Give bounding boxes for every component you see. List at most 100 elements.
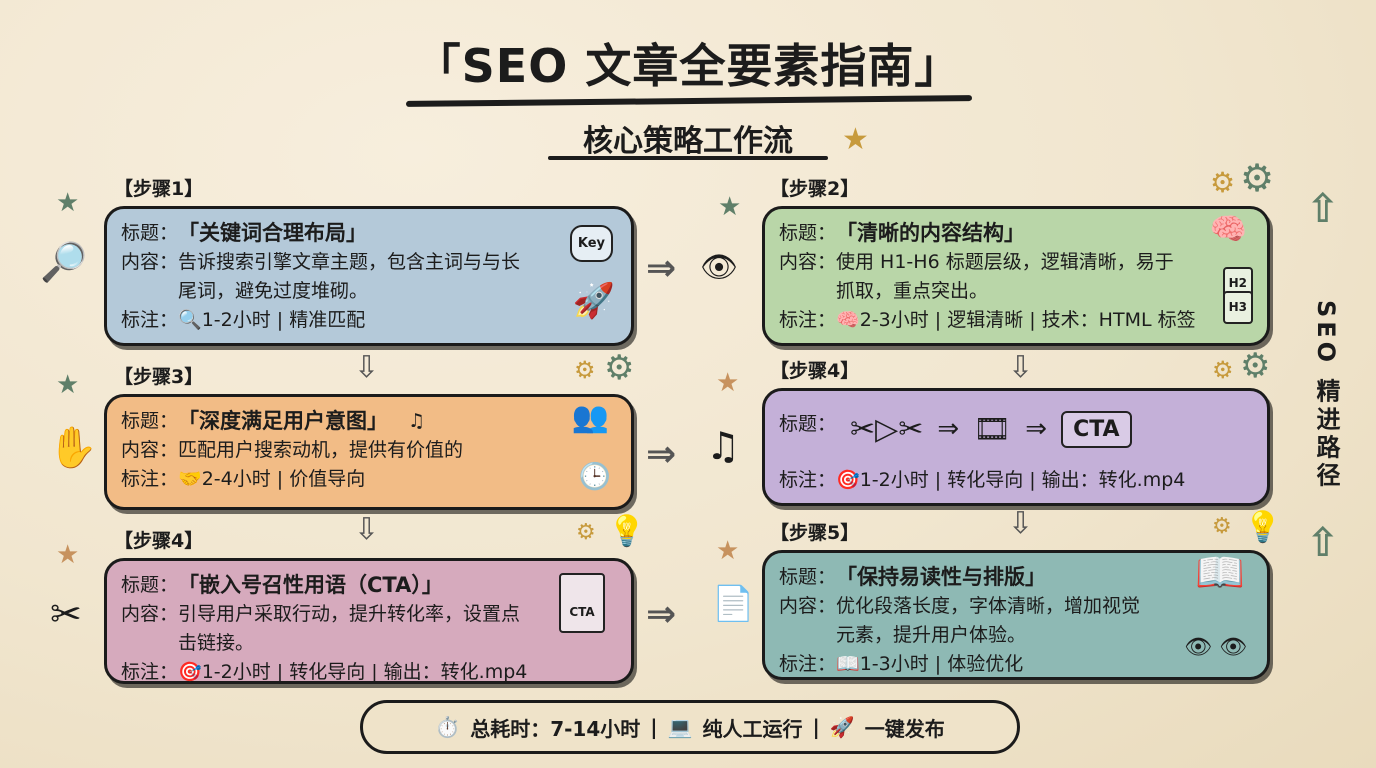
title-underline [405, 95, 973, 107]
step-4-label: 【步骤4】 [114, 530, 204, 552]
page-subtitle: 核心策略工作流 [583, 124, 793, 159]
note-key: 标注： [121, 468, 179, 490]
footer-banner: ⏱️ 总耗时：7-14小时 | 💻 纯人工运行 | 🚀 一键发布 [360, 700, 1020, 754]
arrow-down-icon: ⇩ [1008, 350, 1034, 385]
music-note-icon: ♫ [706, 424, 741, 468]
video-flow: ✂▷✂ ⇒ 🎞 ⇒ CTA [850, 411, 1132, 448]
star-icon: ★ [718, 192, 742, 222]
up-arrow-icon: ⇧ [1306, 186, 1340, 232]
up-arrow-icon: ⇧ [1306, 520, 1340, 566]
step-4-video-note: 1-2小时 | 转化导向 | 输出：转化.mp4 [859, 469, 1186, 491]
title-key: 标题： [779, 566, 837, 588]
step-2-card: 标题：「清晰的内容结构」 内容：使用 H1-H6 标题层级，逻辑清晰，易于抓取，… [762, 206, 1270, 346]
step-4-video-card: 标题： ✂▷✂ ⇒ 🎞 ⇒ CTA 标注：🎯1-2小时 | 转化导向 | 输出：… [762, 388, 1270, 506]
h3-tag-icon: H3 [1222, 291, 1253, 324]
note-key: 标注： [779, 653, 837, 675]
gear-icon: ⚙ [1240, 346, 1271, 386]
subtitle-underline [548, 156, 828, 160]
rocket-icon: 🚀 [572, 281, 615, 321]
step-5-label: 【步骤5】 [770, 522, 860, 544]
gear-icon: ⚙ [576, 520, 596, 545]
clock-icon: 🕒 [578, 462, 611, 492]
handshake-icon: 🤝 [178, 468, 202, 490]
step-5-title: 「保持易读性与排版」 [836, 565, 1047, 589]
open-book-icon: 📖 [1195, 550, 1245, 596]
scissors-icon: ✂▷✂ [850, 412, 924, 447]
step-5-content: 优化段落长度，字体清晰，增加视觉元素，提升用户体验。 [836, 595, 1141, 646]
target-icon: 🎯 [178, 661, 202, 683]
target-icon: 🎯 [836, 469, 860, 491]
step-1-title: 「关键词合理布局」 [178, 221, 368, 245]
note-key: 标注： [779, 469, 837, 491]
step-1-card: 标题：「关键词合理布局」 内容：告诉搜索引擎文章主题，包含主词与与长尾词，避免过… [104, 206, 634, 346]
note-key: 标注： [779, 309, 837, 331]
title-key: 标题： [779, 222, 837, 244]
gear-icon: ⚙ [1240, 156, 1275, 200]
star-icon: ★ [56, 188, 80, 218]
arrow-down-icon: ⇩ [354, 512, 380, 547]
separator: | [812, 715, 820, 739]
hand-icon: ✋ [48, 425, 98, 471]
total-time: 总耗时：7-14小时 [470, 716, 641, 741]
content-key: 内容： [121, 439, 179, 461]
magnifier-icon: 🔎 [40, 240, 88, 284]
step-2-content: 使用 H1-H6 标题层级，逻辑清晰，易于抓取，重点突出。 [836, 251, 1174, 302]
music-note-icon: ♫ [408, 410, 426, 432]
step-4-content: 引导用户采取行动，提升转化率，设置点击链接。 [178, 603, 521, 654]
document-icon: CTA [559, 573, 605, 633]
star-icon: ★ [842, 122, 869, 157]
side-label: SEO 精进路径 [1312, 300, 1340, 491]
scissors-icon: ✂ [50, 592, 82, 636]
search-icon: 🔍 [178, 309, 202, 331]
note-key: 标注： [121, 309, 179, 331]
step-4-note: 1-2小时 | 转化导向 | 输出：转化.mp4 [201, 661, 528, 683]
star-icon: ★ [56, 540, 80, 570]
title-key: 标题： [121, 410, 179, 432]
keyword-bubble-icon: Key [569, 225, 613, 262]
timer-icon: ⏱️ [435, 715, 461, 739]
title-key: 标题： [121, 222, 179, 244]
arrow-right-icon: ⇒ [646, 434, 677, 475]
one-click-publish: 一键发布 [864, 716, 945, 741]
arrow-right-icon: ⇒ [646, 594, 677, 635]
lightbulb-icon: 💡 [608, 514, 646, 549]
gear-icon: ⚙ [604, 348, 635, 388]
step-3-label: 【步骤3】 [114, 366, 204, 388]
text-document-icon: 📄 [712, 584, 755, 624]
document-label: CTA [569, 605, 595, 619]
step-4-video-label: 【步骤4】 [770, 360, 860, 382]
manual-run: 纯人工运行 [702, 716, 803, 741]
page-title: 「SEO 文章全要素指南」 [414, 39, 962, 93]
content-key: 内容： [779, 251, 837, 273]
users-icon: 👥 [571, 400, 609, 435]
step-3-card: 标题：「深度满足用户意图」♫ 内容：匹配用户搜索动机，提供有价值的 标注：🤝2-… [104, 394, 634, 510]
arrow-right-icon: ⇒ [937, 414, 960, 444]
content-key: 内容： [121, 603, 179, 625]
content-key: 内容： [121, 251, 179, 273]
separator: | [650, 715, 658, 739]
book-icon: 📖 [836, 653, 860, 675]
laptop-icon: 💻 [667, 715, 693, 739]
rocket-icon: 🚀 [829, 715, 855, 739]
step-2-label: 【步骤2】 [770, 178, 860, 200]
step-2-note: 2-3小时 | 逻辑清晰 | 技术：HTML 标签 [859, 309, 1196, 331]
step-2-title: 「清晰的内容结构」 [836, 221, 1026, 245]
star-icon: ★ [716, 536, 740, 566]
step-4-title: 「嵌入号召性用语（CTA）」 [178, 573, 443, 597]
cta-box: CTA [1061, 411, 1132, 448]
gear-icon: ⚙ [1212, 356, 1234, 384]
lightbulb-icon: 💡 [1244, 510, 1282, 545]
step-3-content: 匹配用户搜索动机，提供有价值的 [178, 439, 464, 461]
step-1-note: 1-2小时 | 精准匹配 [201, 309, 366, 331]
step-1-label: 【步骤1】 [114, 178, 204, 200]
eyes-icon: 👁 👁 [1184, 635, 1247, 660]
gear-icon: ⚙ [574, 356, 596, 384]
step-5-note: 1-3小时 | 体验优化 [859, 653, 1024, 675]
arrow-right-icon: ⇒ [646, 248, 677, 289]
brain-drawing-icon: 🧠 [1209, 212, 1247, 247]
step-3-note: 2-4小时 | 价值导向 [201, 468, 366, 490]
arrow-down-icon: ⇩ [354, 350, 380, 385]
arrow-right-icon: ⇒ [1025, 414, 1048, 444]
gear-icon: ⚙ [1212, 514, 1232, 539]
title-key: 标题： [779, 413, 837, 435]
